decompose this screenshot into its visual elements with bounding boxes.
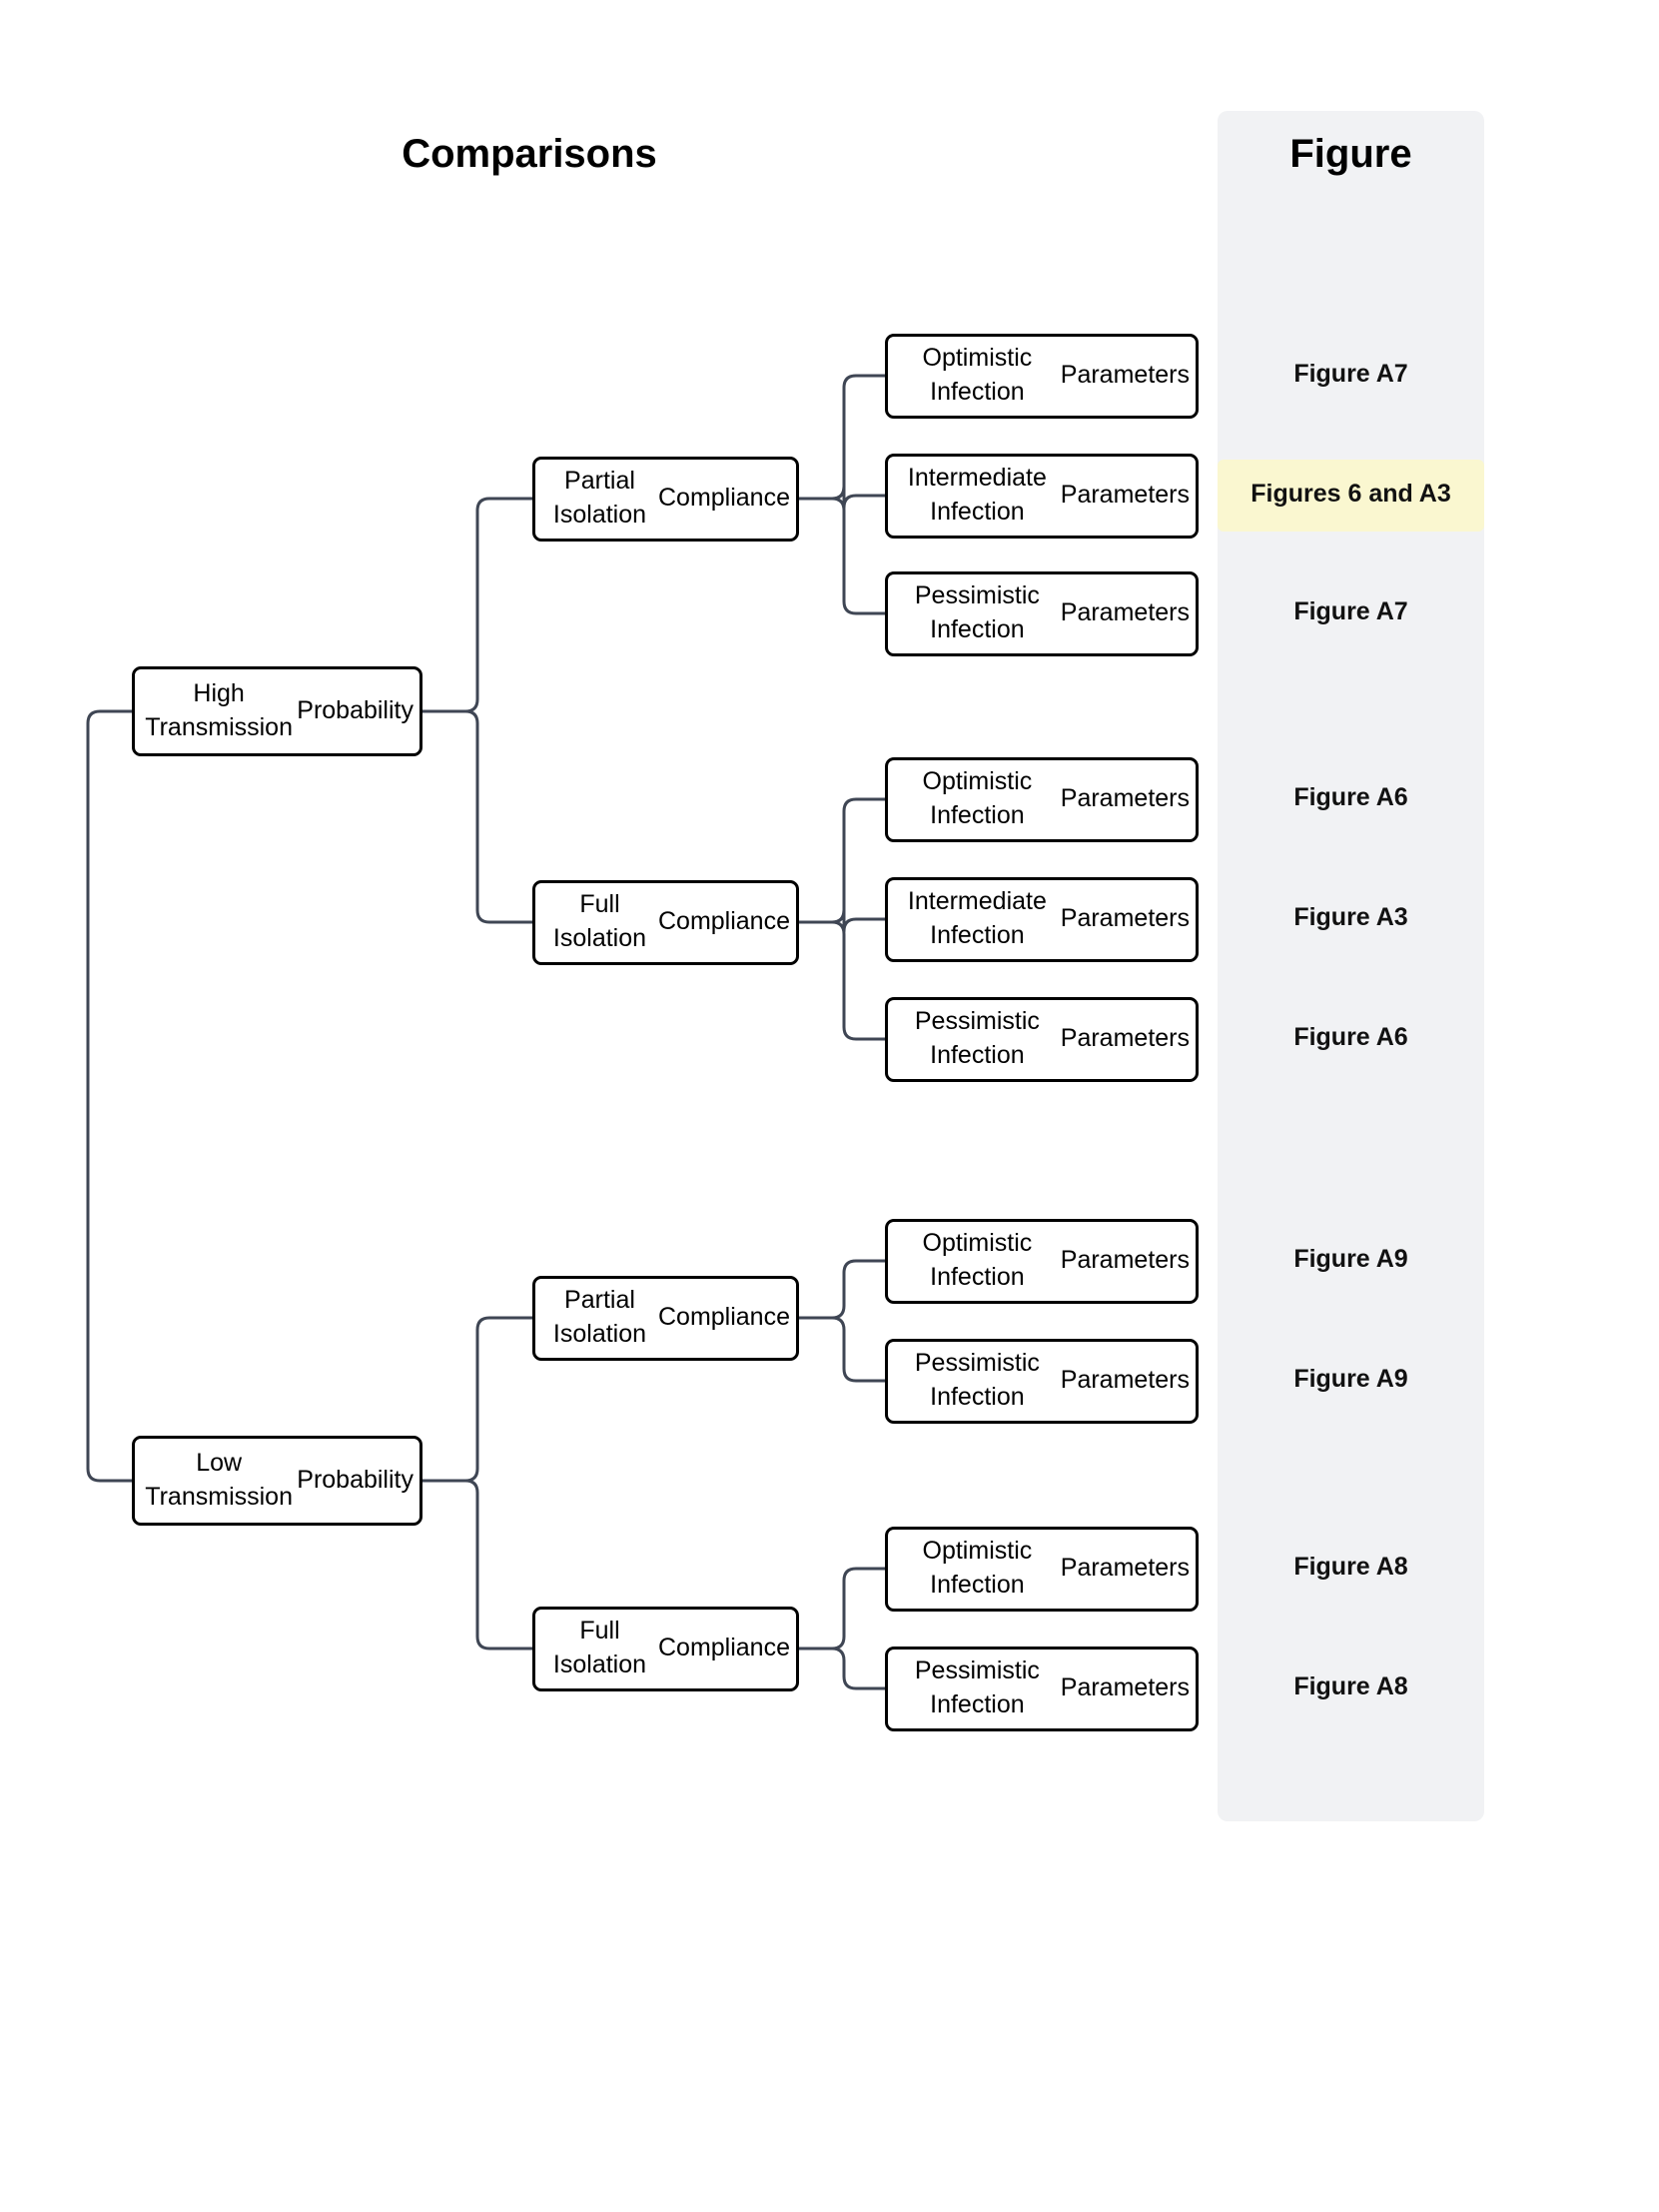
node-label-line1: Full Isolation <box>552 890 647 952</box>
figure-label: Figure A3 <box>1293 903 1408 931</box>
node-label-line1: Optimistic Infection <box>922 344 1033 406</box>
node-label-line1: Low Transmission <box>145 1449 293 1511</box>
node-label-line1: Pessimistic Infection <box>914 581 1040 643</box>
node-label-line2: Compliance <box>657 1303 790 1332</box>
node-label-line1: Partial Isolation <box>552 467 647 529</box>
tree-node-leaf-0-0-2[interactable]: Pessimistic Infection Parameters <box>885 570 1199 656</box>
tree-node-leaf-1-1-1[interactable]: Pessimistic Infection Parameters <box>885 1646 1199 1731</box>
figure-label: Figure A6 <box>1293 1023 1408 1051</box>
connector-branch0-leaf0 <box>797 1259 887 1320</box>
connector-root1-branch0 <box>420 1316 534 1483</box>
tree-node-leaf-0-1-0[interactable]: Optimistic Infection Parameters <box>885 756 1199 842</box>
node-label-line2: Probability <box>297 1466 414 1495</box>
node-label-line1: High Transmission <box>145 679 293 741</box>
page-title-comparisons: Comparisons <box>402 132 657 176</box>
connector-branch1-leaf1 <box>797 1647 887 1690</box>
connector-branch0-leaf1 <box>797 1316 887 1383</box>
node-label-line1: Optimistic Infection <box>922 1229 1033 1291</box>
figure-label: Figure A7 <box>1293 360 1408 388</box>
connector-root0-branch0 <box>420 497 534 713</box>
node-label-line1: Optimistic Infection <box>922 767 1033 829</box>
node-label-line2: Parameters <box>1060 1366 1190 1395</box>
node-label-line1: Pessimistic Infection <box>914 1349 1040 1411</box>
node-label-line2: Parameters <box>1060 1673 1190 1702</box>
node-label-line1: Intermediate Infection <box>907 464 1047 526</box>
tree-node-leaf-1-0-0[interactable]: Optimistic Infection Parameters <box>885 1218 1199 1304</box>
figure-column-panel <box>1218 111 1484 1821</box>
node-label-line1: Intermediate Infection <box>907 887 1047 949</box>
figure-label: Figure A6 <box>1293 783 1408 811</box>
figure-label: Figure A9 <box>1293 1245 1408 1273</box>
node-label-line2: Parameters <box>1060 1246 1190 1275</box>
connector-branch1-leaf1 <box>797 908 887 933</box>
node-label-line1: Pessimistic Infection <box>914 1007 1040 1069</box>
tree-node-leaf-0-0-1[interactable]: Intermediate Infection Parameters <box>885 453 1199 539</box>
figure-label: Figure A8 <box>1293 1672 1408 1700</box>
tree-node-leaf-1-1-0[interactable]: Optimistic Infection Parameters <box>885 1526 1199 1612</box>
node-label-line2: Compliance <box>657 1634 790 1662</box>
connector-branch1-leaf0 <box>797 797 887 924</box>
node-label-line1: Optimistic Infection <box>922 1537 1033 1599</box>
node-label-line2: Parameters <box>1060 1024 1190 1053</box>
tree-node-leaf-1-0-1[interactable]: Pessimistic Infection Parameters <box>885 1338 1199 1424</box>
node-label-line2: Parameters <box>1060 904 1190 933</box>
node-label-line2: Parameters <box>1060 361 1190 390</box>
node-label-line2: Compliance <box>657 907 790 936</box>
node-label-line1: Full Isolation <box>552 1617 647 1678</box>
connector-branch0-leaf0 <box>797 374 887 501</box>
figure-label: Figure A8 <box>1293 1553 1408 1581</box>
tree-node-branch-1-1[interactable]: Full Isolation Compliance <box>532 1606 799 1691</box>
tree-node-leaf-0-1-2[interactable]: Pessimistic Infection Parameters <box>885 996 1199 1082</box>
connector-root0-branch1 <box>420 709 534 924</box>
node-label-line2: Parameters <box>1060 598 1190 627</box>
node-label-line1: Pessimistic Infection <box>914 1657 1040 1718</box>
tree-node-branch-0-0[interactable]: Partial Isolation Compliance <box>532 456 799 542</box>
node-label-line2: Parameters <box>1060 481 1190 510</box>
figure-label: Figures 6 and A3 <box>1250 480 1451 508</box>
connector-root-spine <box>86 709 134 1483</box>
connector-branch0-leaf2 <box>797 497 887 615</box>
node-label-line1: Partial Isolation <box>552 1286 647 1348</box>
node-label-line2: Probability <box>297 696 414 725</box>
node-label-line2: Compliance <box>657 484 790 513</box>
figure-label: Figure A9 <box>1293 1365 1408 1393</box>
tree-node-branch-0-1[interactable]: Full Isolation Compliance <box>532 879 799 965</box>
connector-branch0-leaf1 <box>797 485 887 510</box>
node-label-line2: Parameters <box>1060 1554 1190 1583</box>
tree-node-branch-1-0[interactable]: Partial Isolation Compliance <box>532 1275 799 1361</box>
connector-root1-branch1 <box>420 1479 534 1651</box>
tree-node-leaf-0-0-0[interactable]: Optimistic Infection Parameters <box>885 333 1199 419</box>
tree-node-leaf-0-1-1[interactable]: Intermediate Infection Parameters <box>885 876 1199 962</box>
connector-branch1-leaf0 <box>797 1567 887 1651</box>
figure-highlight-band <box>1218 460 1484 532</box>
node-label-line2: Parameters <box>1060 784 1190 813</box>
figure-label: Figure A7 <box>1293 597 1408 625</box>
column-header-figure: Figure <box>1289 132 1412 176</box>
connector-branch1-leaf2 <box>797 920 887 1041</box>
